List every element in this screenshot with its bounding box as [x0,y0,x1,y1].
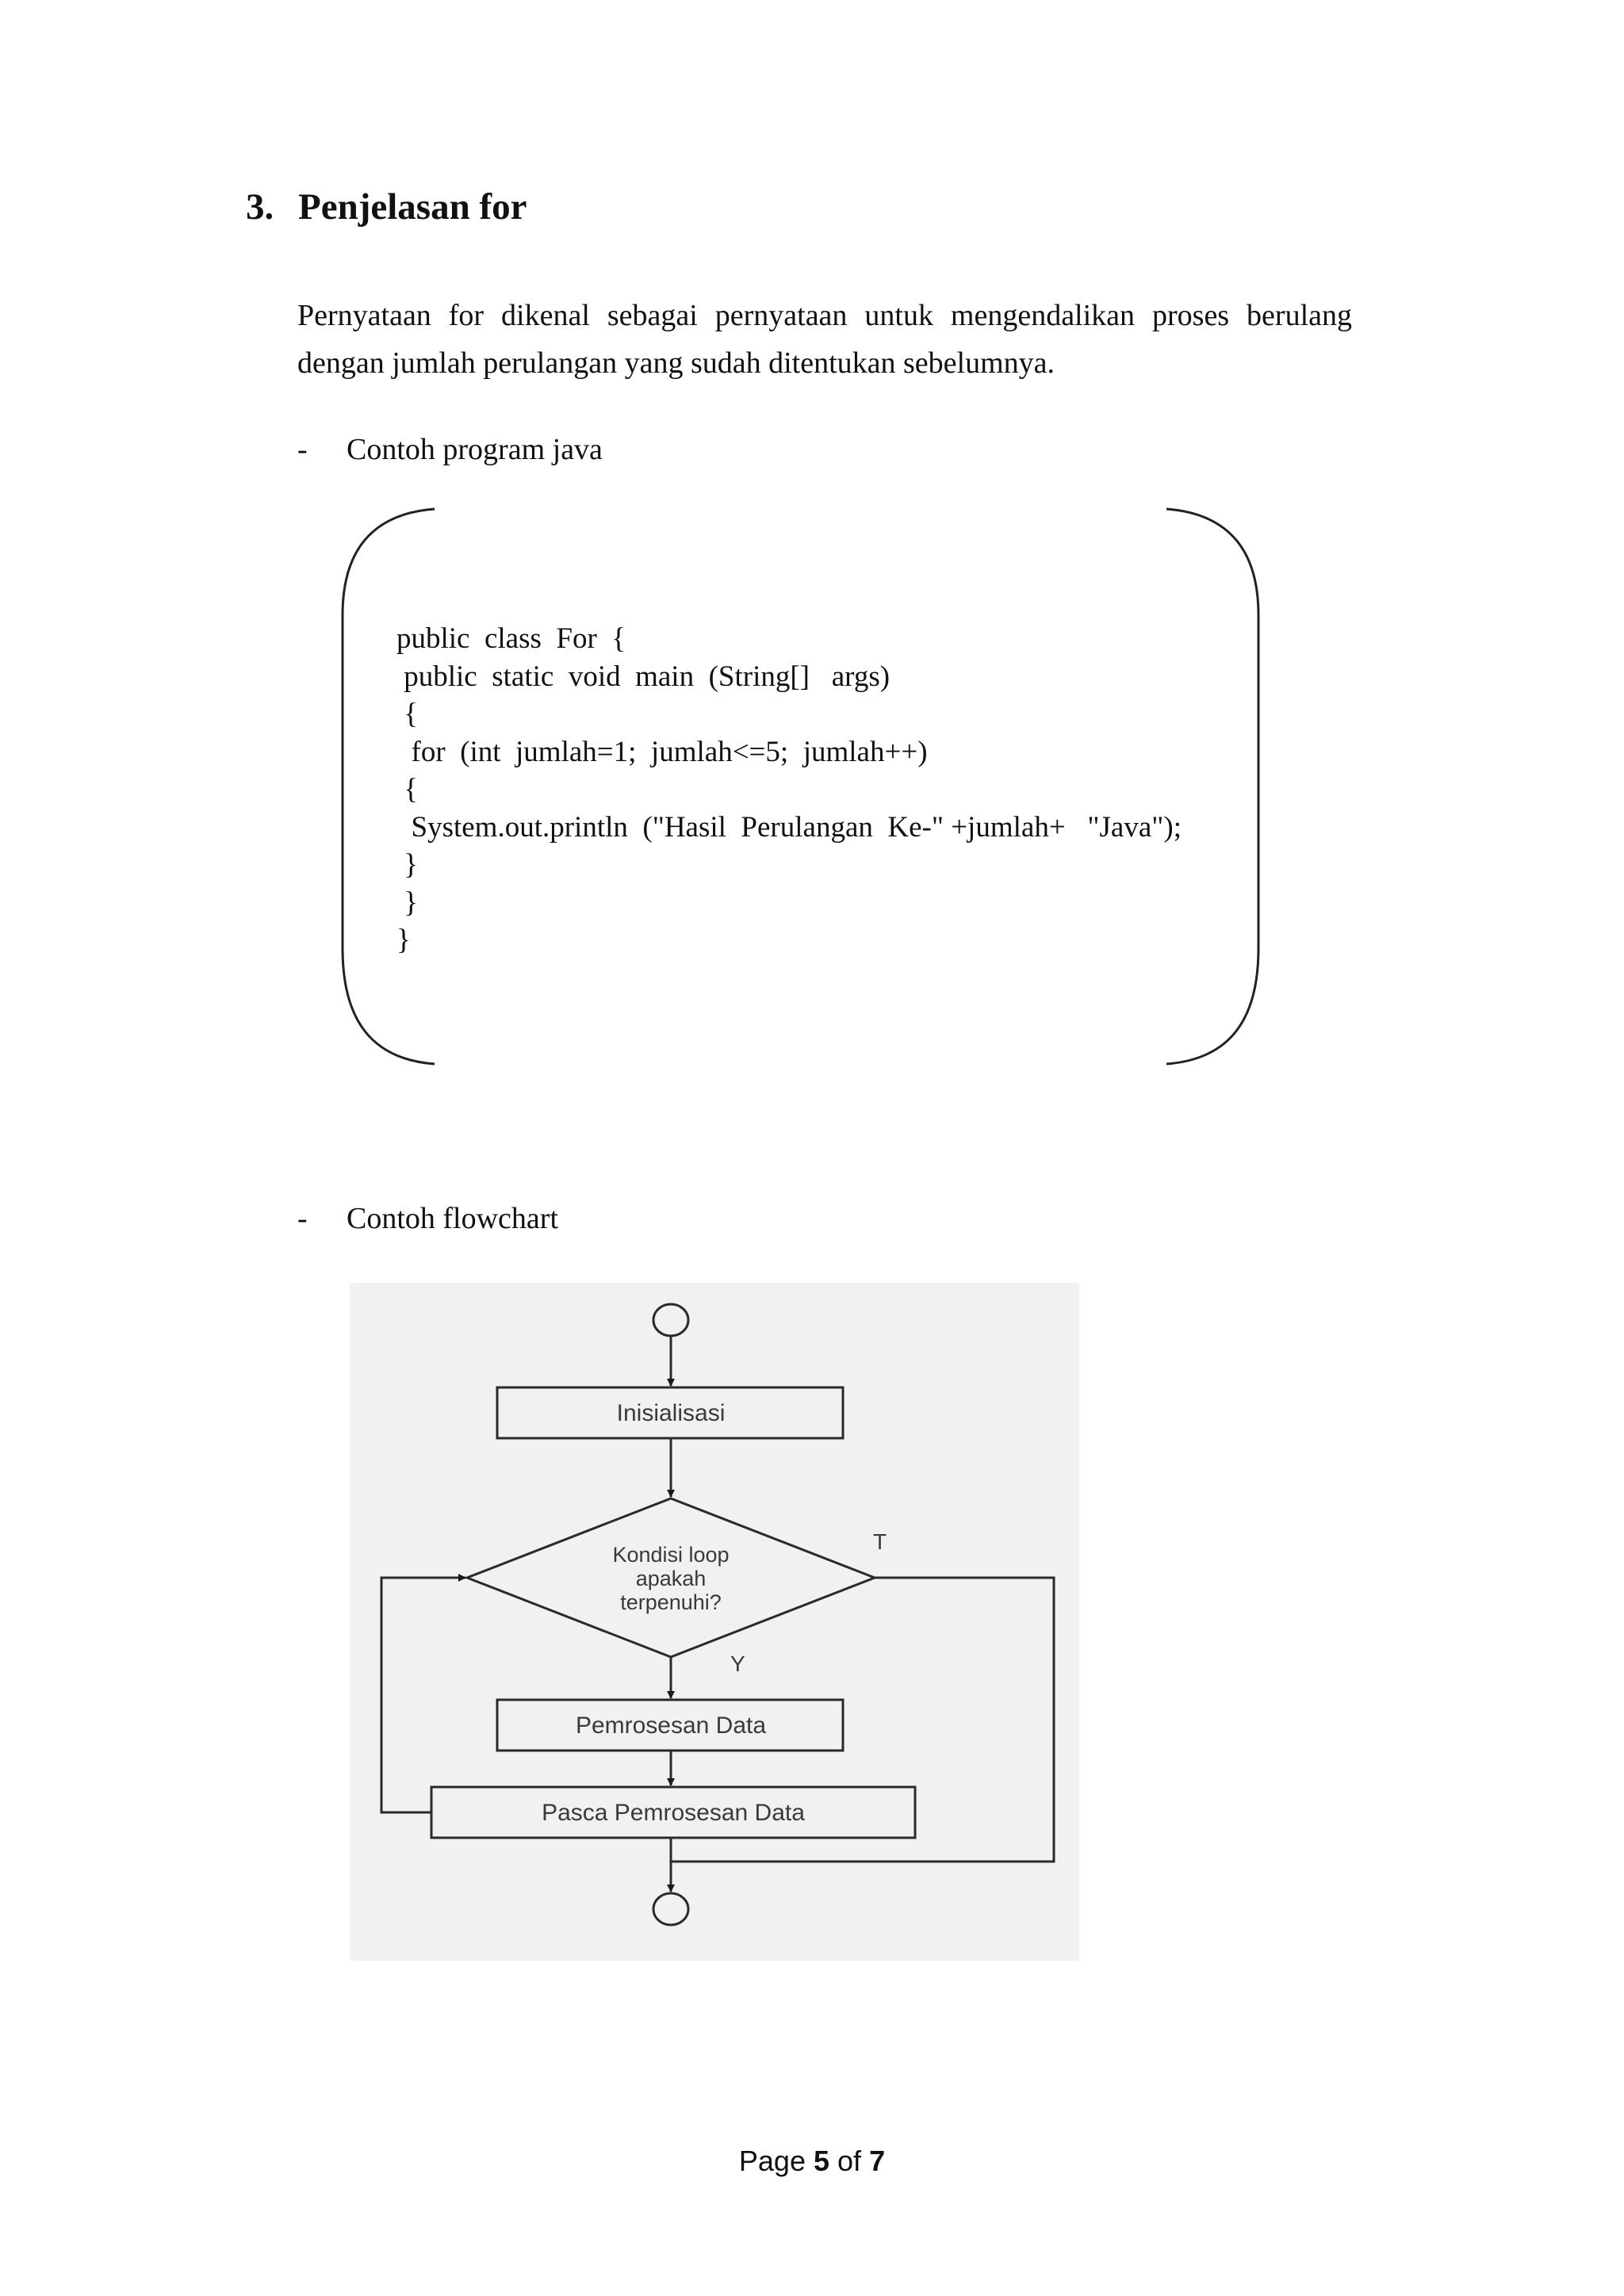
for-loop-flowchart: Inisialisasi Kondisi loop apakah terpenu… [350,1283,1079,1961]
code-line: } [396,886,419,919]
bullet-code-label: Contoh program java [347,433,603,466]
left-bracket [341,507,435,1066]
footer-page-word: Page [738,2145,806,2177]
code-line: for (int jumlah=1; jumlah<=5; jumlah++) [396,735,928,768]
footer-page-current: 5 [813,2145,830,2177]
bullet-dash: - [297,1202,308,1235]
footer-page-total: 7 [869,2145,886,2177]
condition-line-2: apakah [636,1567,707,1590]
bullet-dash: - [297,433,308,466]
start-terminator [652,1303,690,1337]
code-block: public class For { public static void ma… [396,620,1182,959]
loop-back-line [380,1574,466,1814]
code-line: public class For { [396,622,626,655]
footer-of-word: of [837,2145,862,2177]
true-branch-label: Y [730,1651,745,1676]
code-line: { [396,698,419,730]
code-line: System.out.println ("Hasil Perulangan Ke… [396,810,1182,844]
condition-line-1: Kondisi loop [612,1543,729,1567]
process-label: Pemrosesan Data [576,1712,766,1739]
end-terminator [652,1892,690,1927]
bullet-flowchart-example: - Contoh flowchart [297,1203,558,1234]
condition-line-3: terpenuhi? [620,1590,722,1614]
false-branch-label: T [873,1529,887,1554]
bullet-code-example: - Contoh program java [297,434,603,465]
code-line: { [396,773,419,806]
section-paragraph: Pernyataan for dikenal sebagai pernyataa… [297,299,1352,380]
bullet-flowchart-label: Contoh flowchart [347,1202,559,1235]
code-example-frame: public class For { public static void ma… [339,504,1262,1067]
post-process-label: Pasca Pemrosesan Data [542,1800,805,1826]
section-title: Penjelasan for [298,186,527,228]
code-line: public static void main (String[] args) [396,660,891,693]
init-label: Inisialisasi [617,1400,726,1426]
section-number: 3. [246,186,274,228]
code-line: } [396,924,411,956]
code-line: } [396,848,419,881]
section-heading: 3. Penjelasan for [246,189,527,226]
code-bracket-frame [341,507,1260,1066]
page-footer: Page 5 of 7 [0,2145,1624,2178]
right-bracket [1166,507,1260,1066]
flowchart-diagram: Inisialisasi Kondisi loop apakah terpenu… [380,1303,1055,1927]
false-branch-line [671,1576,1055,1863]
